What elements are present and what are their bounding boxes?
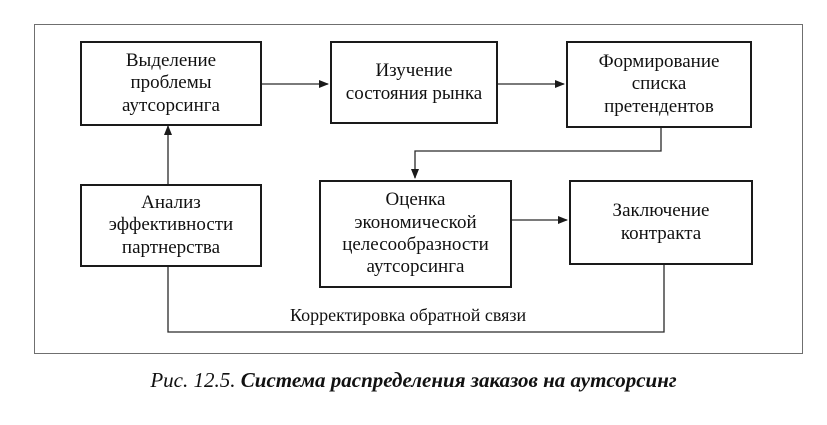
box-contract: Заключение контракта (569, 180, 753, 265)
box-problem-identification: Выделение проблемы аутсорсинга (80, 41, 262, 126)
feedback-label: Корректировка обратной связи (286, 305, 531, 326)
box-partnership-analysis: Анализ эффективности партнерства (80, 184, 262, 267)
feedback-line (167, 265, 665, 333)
figure-caption: Рис. 12.5. Система распределения заказов… (0, 368, 827, 393)
box-candidate-list: Формирование списка претендентов (566, 41, 752, 128)
box-economic-evaluation: Оценка экономической целесообразности ау… (319, 180, 512, 288)
caption-title: Система распределения заказов на аутсорс… (240, 368, 677, 392)
box-market-study: Изучение состояния рынка (330, 41, 498, 124)
diagram-frame (34, 24, 803, 354)
arrow-candidates-to-evaluation (411, 128, 662, 179)
caption-number: Рис. 12.5. (150, 368, 236, 392)
